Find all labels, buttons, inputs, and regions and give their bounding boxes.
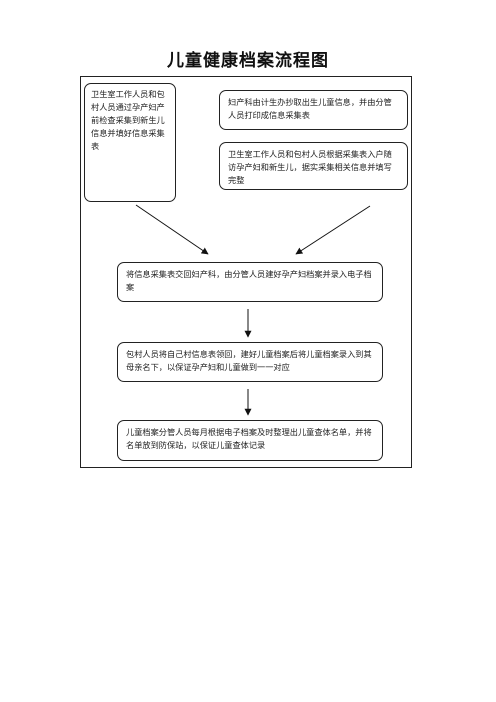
flowchart-frame: [80, 76, 412, 468]
step-prenatal-info-collection: 卫生室工作人员和包村人员通过孕产妇产前检查采集到新生儿信息并填好信息采集表: [84, 83, 176, 202]
step-birth-info-print: 妇产科由计生办抄取出生儿童信息，并由分管人员打印成信息采集表: [219, 90, 408, 130]
step-home-visit-collection: 卫生室工作人员和包村人员根据采集表入户随访孕产妇和新生儿，据实采集相关信息并填写…: [219, 142, 408, 190]
page-title: 儿童健康档案流程图: [167, 51, 329, 71]
arrow-box3-to-box4: [295, 205, 371, 255]
step-checkup-list: 儿童档案分管人员每月根据电子档案及时整理出儿童查体名单，并将名单放到防保站，以保…: [117, 420, 383, 461]
step-child-record-link: 包村人员将自己村信息表领回，建好儿童档案后将儿童档案录入到其母亲名下，以保证孕产…: [117, 342, 383, 382]
arrow-box1-to-box4: [135, 204, 209, 255]
step-maternal-record-entry: 将信息采集表交回妇产科，由分管人员建好孕产妇档案并录入电子档案: [117, 262, 383, 302]
